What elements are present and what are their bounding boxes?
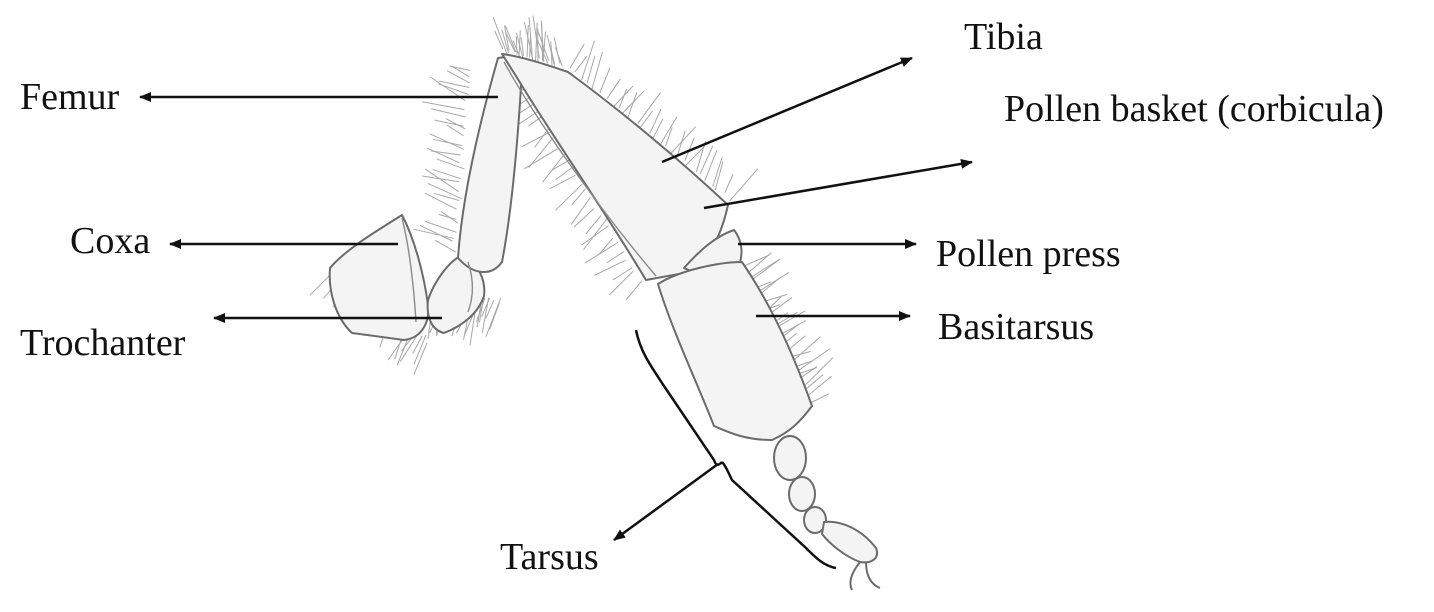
leg-hair xyxy=(570,44,584,69)
leg-hair xyxy=(585,242,618,263)
femur-label: Femur xyxy=(20,78,119,116)
leg-hair xyxy=(574,209,594,228)
leg-hair xyxy=(640,111,653,128)
coxa-label: Coxa xyxy=(70,222,150,260)
leg-hair xyxy=(427,148,460,163)
leg-hair xyxy=(572,189,586,205)
leg-hair xyxy=(730,169,758,201)
leg-hair xyxy=(628,92,637,117)
tarsus-arrow xyxy=(614,464,718,540)
leg-hair xyxy=(802,358,833,388)
leg-hair xyxy=(447,71,469,83)
leg-hair xyxy=(626,280,642,300)
pollen-basket-label: Pollen basket (corbicula) xyxy=(1004,90,1384,128)
tibia-label: Tibia xyxy=(964,18,1043,56)
leg-hair xyxy=(433,139,463,145)
leg-hair xyxy=(811,394,829,403)
leg-hair xyxy=(613,268,632,280)
leg-hair xyxy=(594,260,625,275)
claws xyxy=(850,562,880,590)
tarsus-label: Tarsus xyxy=(500,538,599,576)
leg-hair xyxy=(413,336,423,354)
leg-hair xyxy=(586,216,601,234)
leg-hair xyxy=(422,102,464,110)
leg-hair xyxy=(547,35,555,68)
leg-hair xyxy=(437,159,465,169)
leg-hair xyxy=(607,252,624,263)
leg-hair xyxy=(591,52,602,91)
leg-hair xyxy=(607,79,620,99)
leg-hair xyxy=(446,119,465,129)
leg-hair xyxy=(638,93,661,124)
leg-hair xyxy=(550,175,576,189)
leg-hair xyxy=(600,68,610,93)
leg-hair xyxy=(582,226,609,245)
tibia-arrow xyxy=(662,58,912,162)
leg-hair xyxy=(700,146,713,174)
leg-hair xyxy=(661,116,677,143)
tarsal-segment-4 xyxy=(822,522,877,563)
leg-hair xyxy=(529,138,553,168)
leg-hair xyxy=(619,89,626,108)
leg-hair xyxy=(542,154,564,182)
tarsal-segment-1 xyxy=(774,436,806,480)
tibia-segment xyxy=(502,54,728,280)
leg-hair xyxy=(435,240,456,252)
leg-hair xyxy=(516,36,517,54)
pollen-press-label: Pollen press xyxy=(936,235,1121,273)
leg-hair xyxy=(555,47,562,66)
trochanter-label: Trochanter xyxy=(20,324,185,362)
femur-segment xyxy=(458,56,522,272)
leg-hair xyxy=(725,174,733,193)
leg-hair xyxy=(493,17,507,54)
leg-hair xyxy=(439,214,456,219)
leg-hair xyxy=(524,22,533,62)
leg-hair xyxy=(431,109,465,117)
leg-hair xyxy=(441,211,458,223)
tarsal-segment-2 xyxy=(789,477,815,511)
coxa-segment xyxy=(330,215,429,340)
basitarsus-label: Basitarsus xyxy=(938,308,1094,346)
leg-hair xyxy=(414,229,454,238)
leg-hair xyxy=(486,298,501,337)
leg-hair xyxy=(420,225,453,241)
leg-hair xyxy=(705,150,717,181)
leg-hair xyxy=(430,134,464,150)
